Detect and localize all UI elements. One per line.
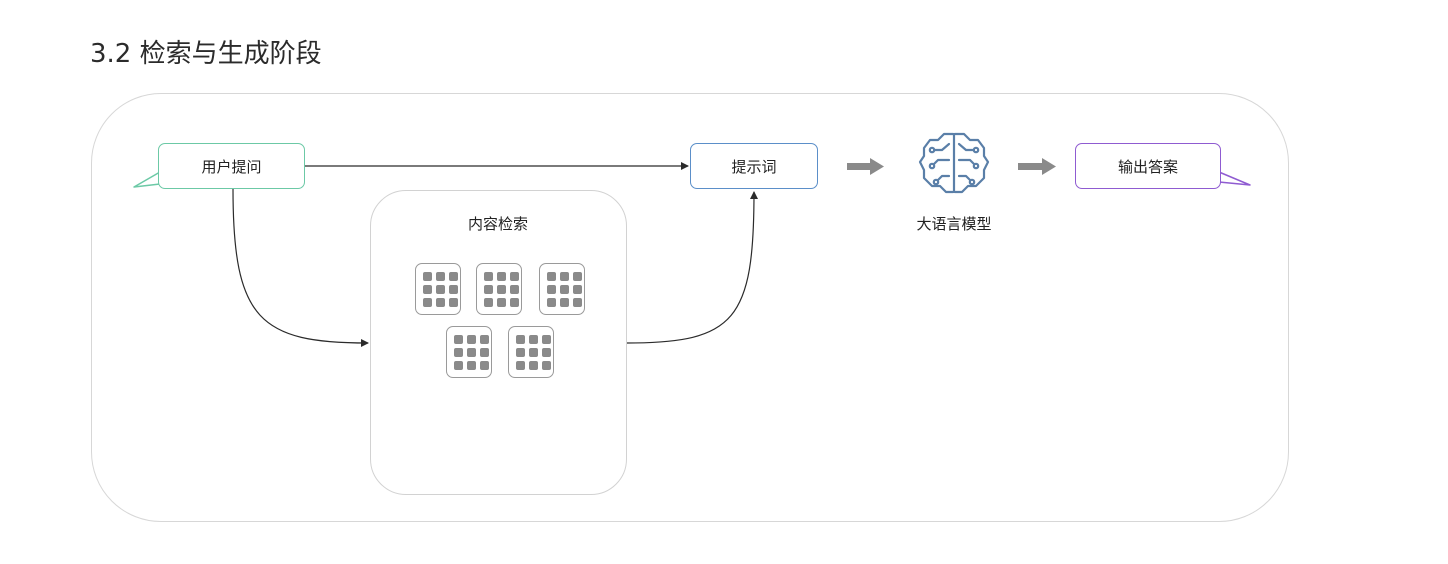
user-question-node: 用户提问 — [158, 143, 305, 189]
connector-retrieval-to-prompt — [626, 191, 758, 344]
prompt-node: 提示词 — [690, 143, 818, 189]
arrow-right-icon — [1018, 158, 1056, 175]
document-grid-icon — [446, 326, 492, 378]
document-grid-icon — [476, 263, 522, 315]
llm-label: 大语言模型 — [916, 215, 992, 233]
diagram-frame — [91, 93, 1289, 522]
retrieval-container — [370, 190, 627, 495]
document-grid-icon — [415, 263, 461, 315]
answer-node: 输出答案 — [1075, 143, 1221, 189]
speech-tail-question — [133, 171, 161, 188]
arrow-right-icon — [847, 158, 884, 175]
page-title: 3.2 检索与生成阶段 — [90, 39, 322, 69]
retrieval-label: 内容检索 — [467, 215, 528, 233]
document-grid-icon — [539, 263, 585, 315]
brain-circuit-icon — [918, 132, 990, 194]
connector-question-to-retrieval — [232, 188, 369, 347]
speech-tail-answer — [1218, 171, 1251, 186]
document-grid-icon — [508, 326, 554, 378]
